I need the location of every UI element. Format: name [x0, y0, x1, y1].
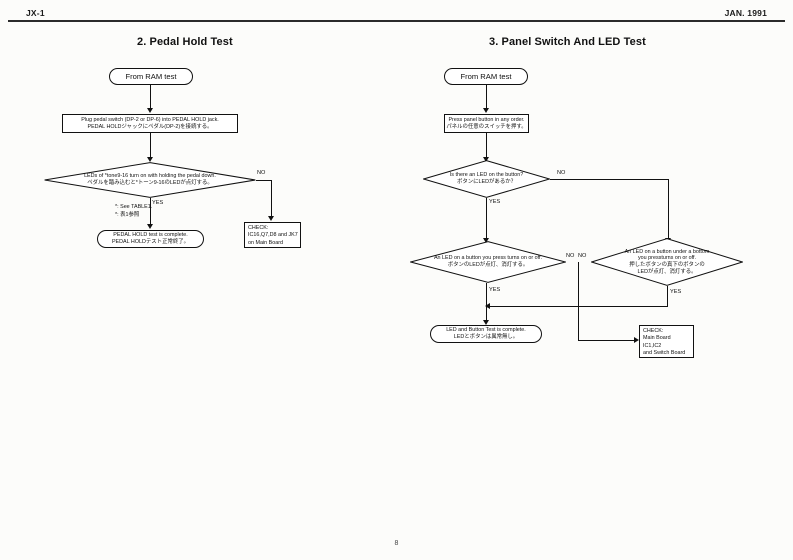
panel-check-box: CHECK: Main Board IC1,IC2 and Switch Boa…	[639, 325, 694, 358]
panel-connector-d1-no-v	[668, 179, 669, 240]
panel-decision3-diamond: An LED on a button under a bottom you pr…	[591, 238, 743, 286]
panel-arrow-d1-yes	[483, 238, 489, 243]
pedal-check-box: CHECK: IC16,Q7,D8 and JK7 on Main Board	[244, 222, 301, 248]
panel-decision1-shape	[423, 160, 550, 198]
pedal-connector-no-h	[256, 180, 272, 181]
panel-connector-d1-yes	[486, 198, 487, 240]
panel-arrow-d3-yes	[485, 303, 490, 309]
pedal-arrow-yes	[147, 224, 153, 229]
panel-decision2-diamond: An LED on a button you press turns on or…	[410, 241, 566, 283]
pedal-yes-label: YES	[152, 200, 164, 206]
panel-decision2-shape	[410, 241, 566, 283]
header-divider	[8, 20, 785, 22]
pedal-decision-diamond: LEDs of *tone9-16 turn on with holding t…	[44, 162, 256, 198]
panel-connector-2	[486, 133, 487, 160]
pedal-footnote: *: See TABLE1. *: 表1参照	[115, 204, 152, 220]
panel-d3-no-label: NO	[578, 253, 587, 259]
pedal-footnote-jp: *: 表1参照	[115, 211, 140, 218]
panel-arrow-1	[483, 108, 489, 113]
pedal-connector-1	[150, 85, 151, 110]
panel-d1-no-label: NO	[557, 170, 566, 176]
panel-connector-1	[486, 85, 487, 110]
pedal-connector-no-v	[271, 180, 272, 218]
panel-complete-terminal: LED and Button Test is complete. LEDとボタン…	[430, 325, 542, 343]
panel-start-terminal: From RAM test	[444, 68, 528, 85]
panel-connector-d3-yes-h	[490, 306, 668, 307]
pedal-connector-2	[150, 133, 151, 160]
section-title-pedal-hold-test: 2. Pedal Hold Test	[137, 36, 233, 48]
pedal-complete-terminal: PEDAL HOLD test is complete. PEDAL HOLDテ…	[97, 230, 204, 248]
pedal-arrow-no	[268, 216, 274, 221]
page-number: 8	[394, 540, 399, 547]
panel-connector-no-trunk	[578, 262, 579, 340]
panel-d2-no-label: NO	[566, 253, 575, 259]
pedal-arrow-1	[147, 108, 153, 113]
panel-d1-yes-label: YES	[489, 199, 501, 205]
panel-connector-no-to-check	[578, 340, 637, 341]
panel-decision1-diamond: Is there an LED on the button? ボタンにLEDがあ…	[423, 160, 550, 198]
panel-decision3-shape	[591, 238, 743, 286]
pedal-decision-shape	[44, 162, 256, 198]
header-model-code: JX-1	[26, 8, 45, 18]
pedal-no-label: NO	[257, 170, 266, 176]
panel-d2-yes-label: YES	[489, 287, 501, 293]
pedal-footnote-en: *: See TABLE1.	[115, 204, 153, 210]
panel-connector-d2-yes	[486, 283, 487, 322]
panel-process-box: Press panel button in any order. パネルの任意の…	[444, 114, 529, 133]
panel-d3-yes-label: YES	[670, 289, 682, 295]
panel-arrow-2	[483, 157, 489, 162]
header-date: JAN. 1991	[724, 8, 767, 18]
panel-connector-d3-yes-v	[667, 286, 668, 307]
panel-arrow-no-check	[634, 337, 639, 343]
panel-connector-d1-no-h	[550, 179, 669, 180]
pedal-arrow-2	[147, 157, 153, 162]
section-title-panel-switch-led-test: 3. Panel Switch And LED Test	[489, 36, 646, 48]
pedal-process-box: Plug pedal switch (DP-2 or DP-6) into PE…	[62, 114, 238, 133]
pedal-start-terminal: From RAM test	[109, 68, 193, 85]
pedal-connector-yes	[150, 198, 151, 226]
panel-arrow-d2-yes	[483, 320, 489, 325]
